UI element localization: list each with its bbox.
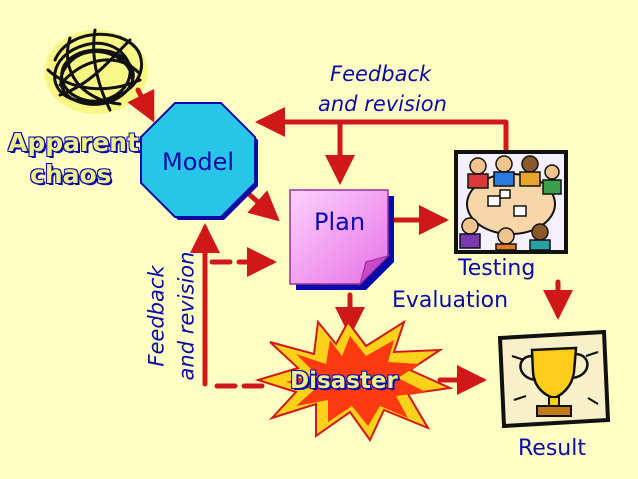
- scribble-icon: [44, 28, 148, 114]
- arrow-feedback-top: [255, 107, 509, 153]
- plan-label: Plan: [314, 208, 366, 236]
- arrow-chaos-to-model: [127, 87, 155, 123]
- evaluation-label: Evaluation: [392, 288, 509, 313]
- result-label: Result: [518, 436, 586, 461]
- disaster-label: Disaster: [290, 368, 398, 394]
- feedback-left-label-line1: Feedback: [144, 265, 169, 367]
- feedback-top-label-line1: Feedback: [330, 62, 432, 86]
- feedback-top-label-line2: and revision: [318, 92, 447, 116]
- model-node: [140, 102, 258, 220]
- testing-label: Testing: [458, 256, 536, 281]
- apparent-chaos-label-line2: chaos: [30, 160, 112, 189]
- trophy-icon: [497, 329, 611, 429]
- disaster-node: [254, 319, 454, 442]
- plan-node: [289, 189, 394, 290]
- apparent-chaos-label-line1: Apparent: [8, 128, 140, 157]
- arrow-model-to-plan: [247, 190, 280, 222]
- model-label: Model: [162, 148, 235, 176]
- feedback-left-label-line2: and revision: [173, 251, 198, 381]
- meeting-icon: [454, 150, 568, 254]
